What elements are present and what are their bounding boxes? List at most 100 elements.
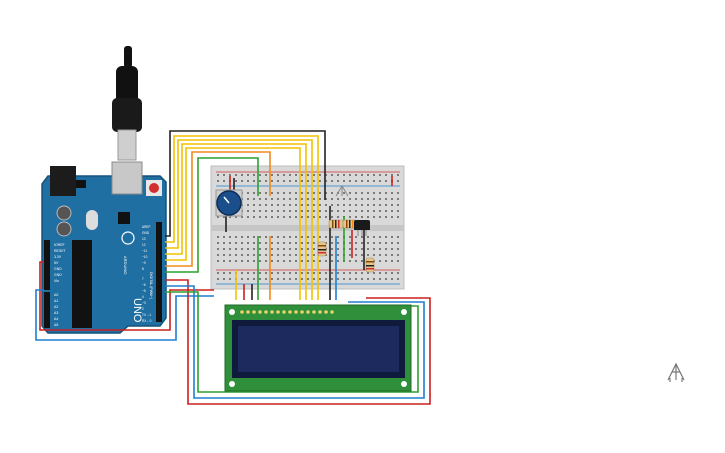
breadboard-hole [247,204,249,206]
pin-label: A4 [54,317,58,321]
breadboard-hole [361,192,363,194]
tinkercad-logo-icon[interactable] [667,362,685,382]
breadboard-hole [265,210,267,212]
breadboard-hole [229,216,231,218]
breadboard-hole [325,278,327,280]
breadboard-hole [379,174,381,176]
breadboard[interactable] [210,165,405,290]
breadboard-hole [289,260,291,262]
breadboard-hole [301,180,303,182]
breadboard-hole [385,192,387,194]
breadboard-hole [277,278,279,280]
breadboard-hole [313,254,315,256]
breadboard-hole [301,236,303,238]
breadboard-hole [259,210,261,212]
breadboard-hole [259,260,261,262]
resistor-4[interactable] [365,257,375,273]
potentiometer-icon[interactable] [215,189,243,217]
pin-label: 8 [142,267,144,271]
breadboard-hole [355,248,357,250]
breadboard-hole [217,272,219,274]
lcd-pin [276,310,280,314]
breadboard-hole [217,216,219,218]
breadboard-hole [319,236,321,238]
breadboard-hole [283,174,285,176]
breadboard-hole [235,254,237,256]
breadboard-hole [277,210,279,212]
breadboard-hole [379,210,381,212]
breadboard-hole [385,174,387,176]
breadboard-hole [271,210,273,212]
usb-plug-icon[interactable] [112,46,142,161]
breadboard-hole [313,180,315,182]
breadboard-hole [343,180,345,182]
breadboard-hole [397,180,399,182]
pin-label: 2 [142,307,144,311]
resistor-2[interactable] [328,219,344,229]
lcd-pin [300,310,304,314]
breadboard-hole [301,210,303,212]
breadboard-hole [367,248,369,250]
breadboard-hole [391,192,393,194]
breadboard-hole [229,236,231,238]
breadboard-hole [223,180,225,182]
breadboard-hole [331,192,333,194]
breadboard-hole [397,204,399,206]
lcd-display[interactable] [224,304,412,392]
breadboard-hole [277,236,279,238]
breadboard-hole [241,236,243,238]
breadboard-hole [361,174,363,176]
breadboard-hole [253,204,255,206]
breadboard-hole [277,272,279,274]
breadboard-hole [217,254,219,256]
temperature-sensor-icon[interactable] [354,220,370,236]
breadboard-hole [253,242,255,244]
digital-pin-labels: AREF GND 13 12 ~11 ~10 ~9 8 7 ~6 ~5 4 ~3… [142,225,152,323]
pin-label: GND [142,231,150,235]
breadboard-hole [235,260,237,262]
breadboard-hole [235,180,237,182]
breadboard-hole [247,192,249,194]
lcd-pin [264,310,268,314]
breadboard-hole [337,278,339,280]
breadboard-hole [289,192,291,194]
breadboard-hole [343,210,345,212]
breadboard-hole [253,260,255,262]
breadboard-hole [343,198,345,200]
breadboard-hole [283,216,285,218]
breadboard-hole [391,174,393,176]
breadboard-hole [391,254,393,256]
breadboard-hole [349,204,351,206]
breadboard-hole [313,210,315,212]
pin-label: ~10 [142,255,148,259]
breadboard-hole [265,248,267,250]
wire-bundle-bottom[interactable] [35,261,431,405]
breadboard-hole [229,272,231,274]
arduino-uno-board[interactable]: UNO ARDUINO IOREF RESET 3.3V 5V GND GND … [41,161,167,334]
breadboard-hole [307,192,309,194]
breadboard-hole [247,210,249,212]
lcd-pin [288,310,292,314]
breadboard-hole [265,198,267,200]
breadboard-hole [379,204,381,206]
breadboard-hole [307,210,309,212]
breadboard-hole [259,248,261,250]
breadboard-hole [289,210,291,212]
pin-label: 3.3V [54,255,62,259]
breadboard-hole [325,192,327,194]
resistor-3[interactable] [342,219,358,229]
breadboard-hole [283,248,285,250]
breadboard-hole [271,260,273,262]
sensor-marker-icon [335,185,349,197]
breadboard-hole [295,180,297,182]
breadboard-hole [253,180,255,182]
pin-label: 5V [54,261,59,265]
breadboard-hole [295,198,297,200]
breadboard-hole [217,248,219,250]
breadboard-hole [397,278,399,280]
resistor-1[interactable] [317,241,327,257]
breadboard-hole [385,278,387,280]
pin-label: A2 [54,305,58,309]
wire-bundle-top[interactable] [165,130,326,300]
